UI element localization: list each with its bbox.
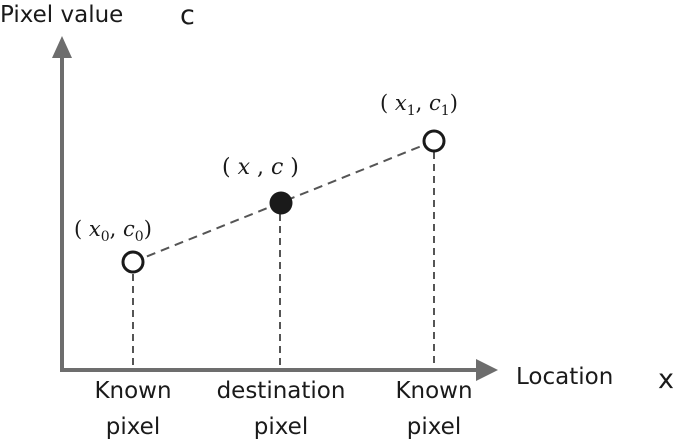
point-label-1: ( x1, c1) [380, 91, 458, 119]
known-point-0 [121, 250, 145, 274]
interpolation-line [132, 140, 435, 263]
y-axis-arrowhead [52, 36, 72, 58]
y-axis-label: Pixel value [0, 2, 123, 28]
x-axis-label: Location [516, 364, 613, 390]
tick-label-right-line2: pixel [407, 414, 461, 440]
y-axis-variable: c [180, 0, 195, 31]
x-axis-variable: x [658, 364, 674, 395]
x-axis-arrowhead [476, 359, 498, 381]
point-label-destination: ( x , c ) [222, 155, 299, 180]
tick-label-right-line1: Known [395, 378, 472, 404]
tick-label-left-line1: Known [94, 378, 171, 404]
tick-label-middle-line1: destination [217, 378, 346, 404]
tick-label-middle-line2: pixel [254, 414, 308, 440]
point-label-0: ( x0, c0) [74, 217, 152, 245]
known-point-1 [422, 129, 446, 153]
destination-point [269, 191, 293, 215]
tick-label-left-line2: pixel [106, 414, 160, 440]
